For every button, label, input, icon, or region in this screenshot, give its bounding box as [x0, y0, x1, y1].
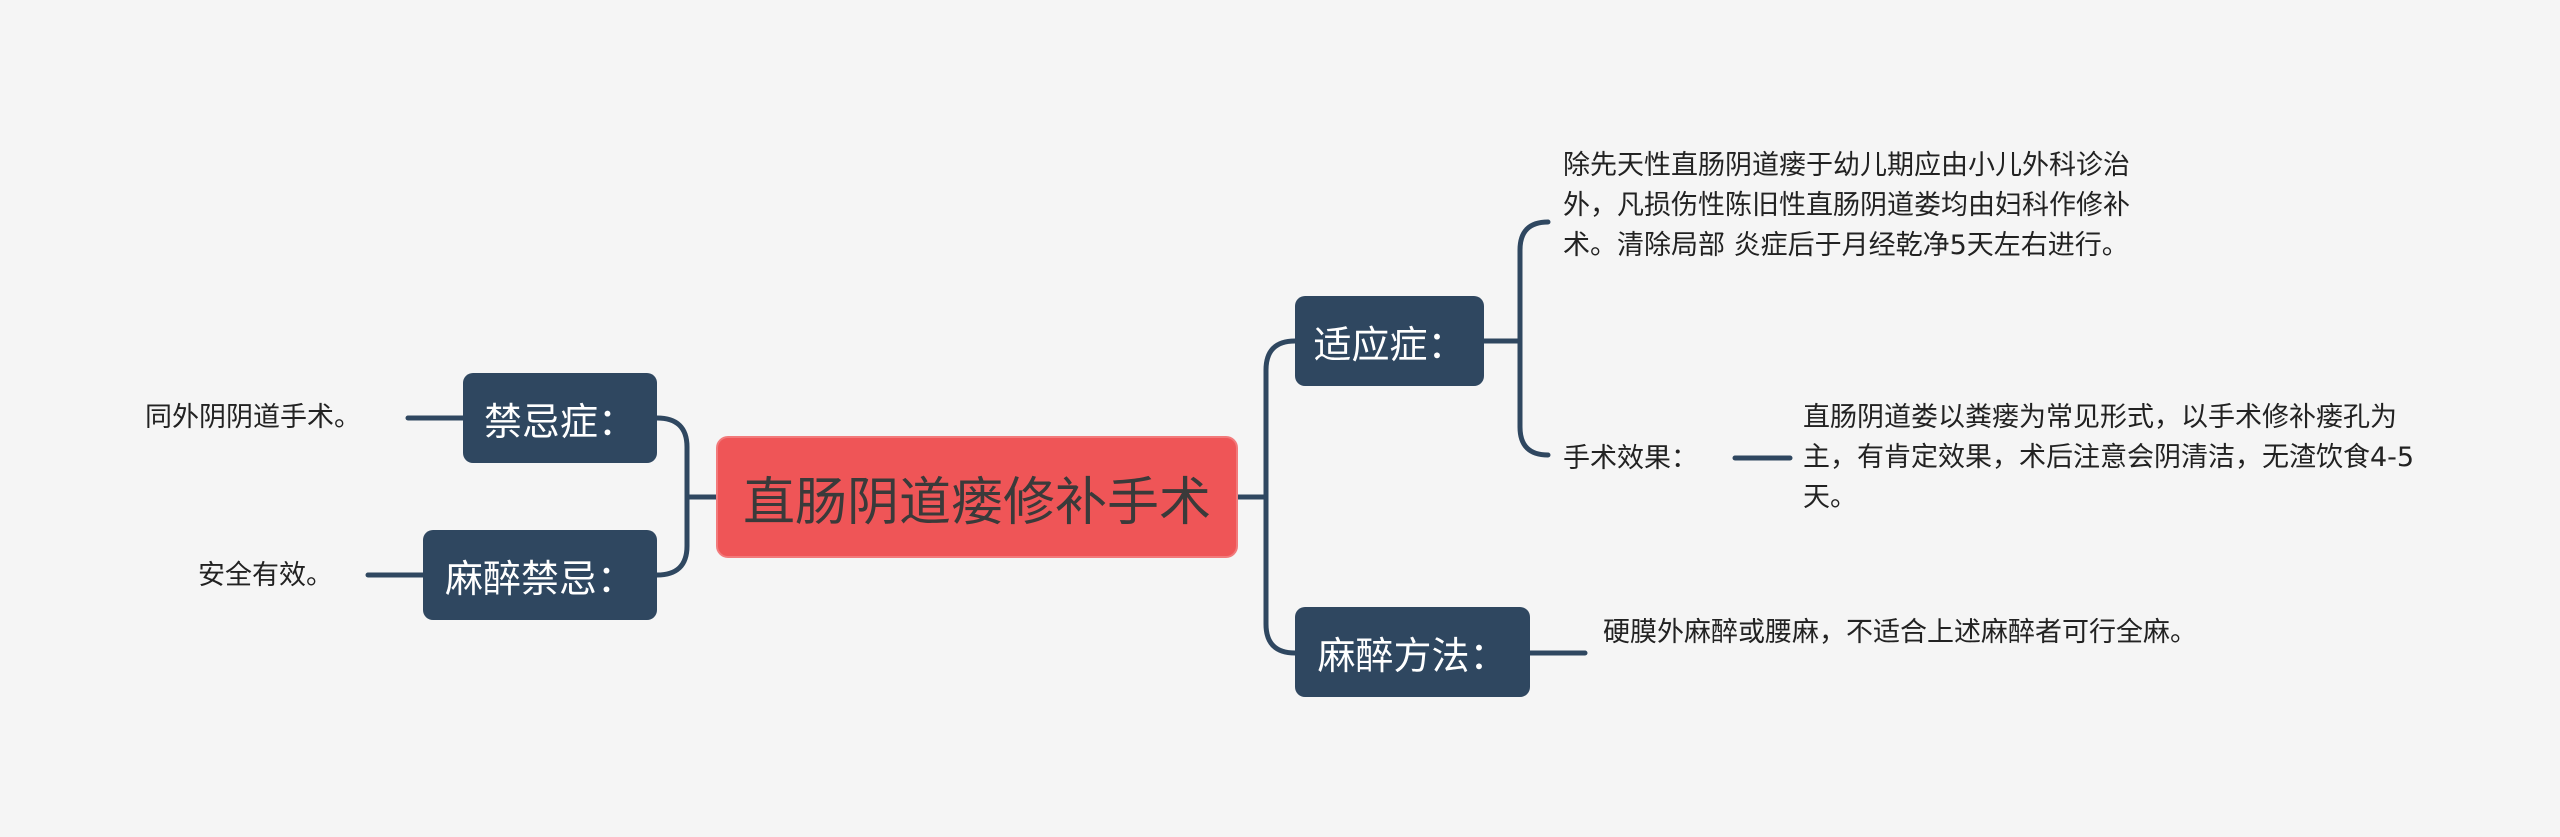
surgery-effect-label[interactable]: 手术效果：	[1563, 443, 1698, 474]
connector-right-trunk	[1263, 338, 1298, 656]
contraindications-detail: 同外阴阴道手术。	[145, 402, 361, 433]
root-topic[interactable]: 直肠阴道瘘修补手术	[716, 436, 1238, 558]
connector-indications-trunk	[1517, 219, 1551, 458]
topic-anesthesia-contraindications[interactable]: 麻醉禁忌：	[423, 530, 657, 620]
anesthesia-contraindications-detail: 安全有效。	[198, 560, 333, 591]
topic-indications[interactable]: 适应症：	[1295, 296, 1484, 386]
topic-anesthesia-method[interactable]: 麻醉方法：	[1295, 607, 1530, 697]
surgery-effect-detail: 直肠阴道娄以粪瘘为常见形式，以手术修补瘘孔为主，有肯定效果，术后注意会阴清洁，无…	[1803, 402, 2415, 513]
indications-detail: 除先天性直肠阴道瘘于幼儿期应由小儿外科诊治外，凡损伤性陈旧性直肠阴道娄均由妇科作…	[1563, 150, 2130, 261]
connector-left-trunk	[654, 415, 690, 578]
topic-contraindications[interactable]: 禁忌症：	[463, 373, 657, 463]
anesthesia-method-detail: 硬膜外麻醉或腰麻，不适合上述麻醉者可行全麻。	[1603, 617, 2197, 648]
